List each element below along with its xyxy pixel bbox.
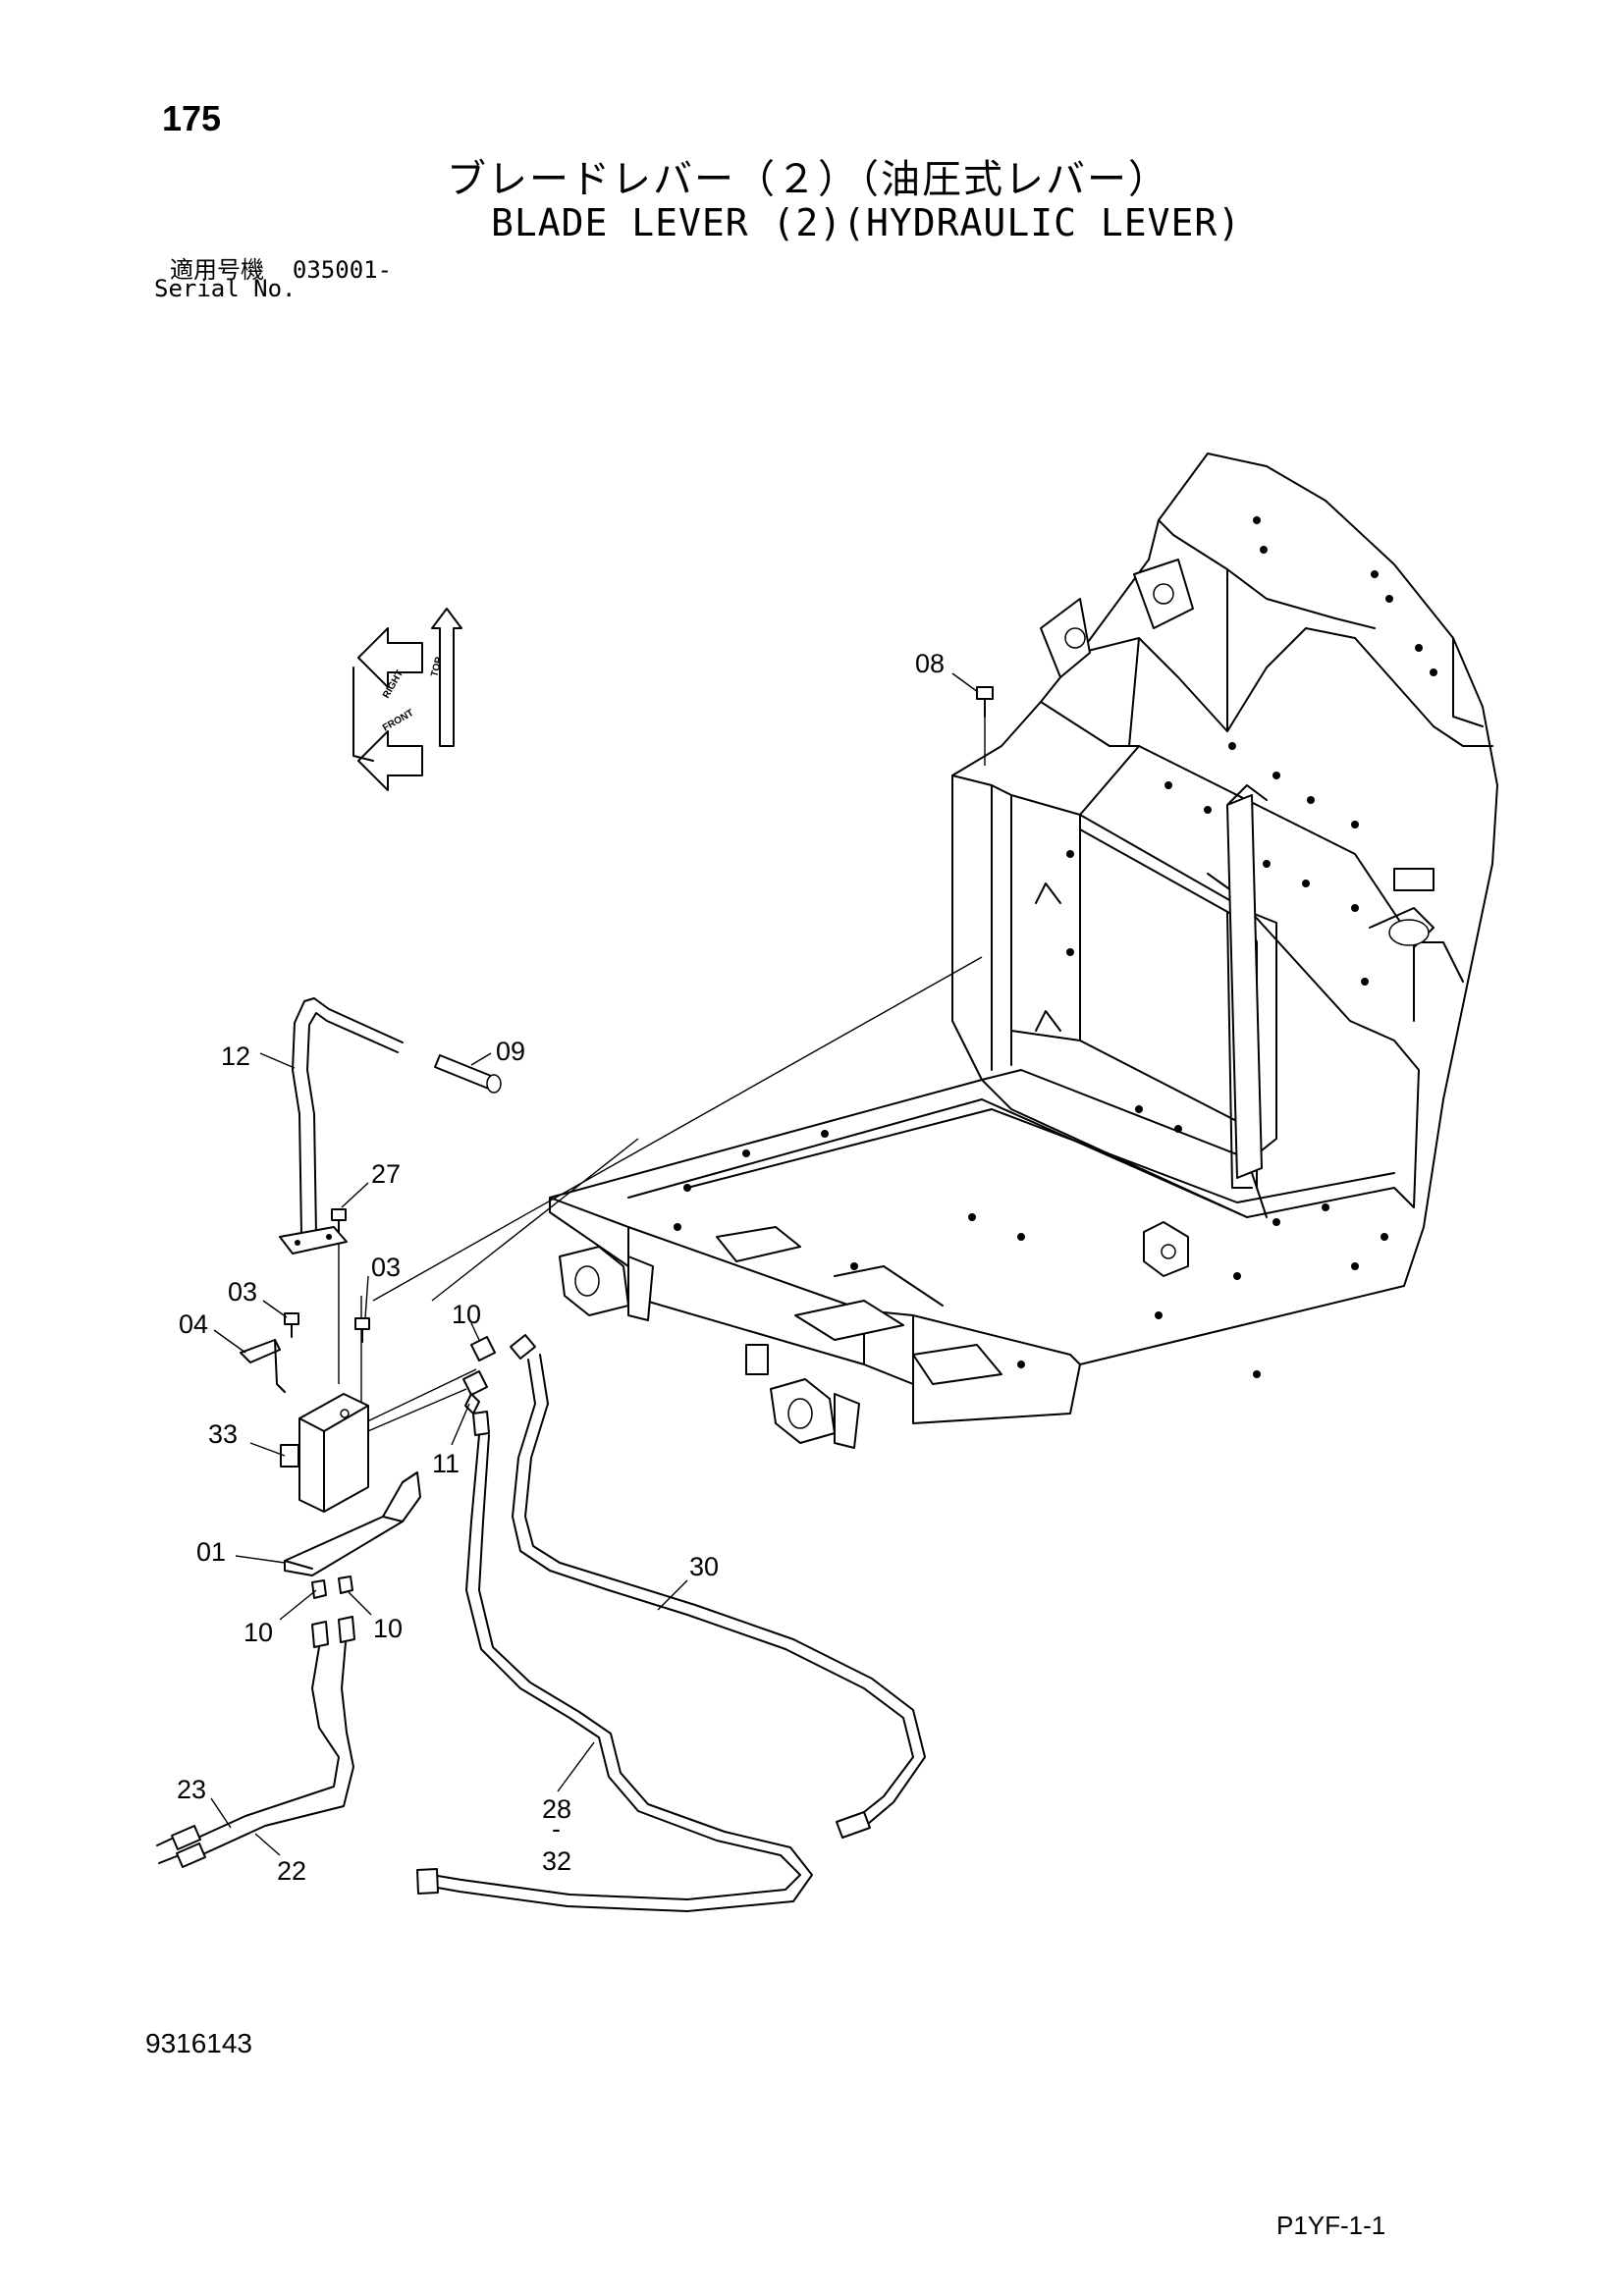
callout-range-dash: -: [552, 1814, 561, 1843]
callout-04: 04: [179, 1309, 208, 1339]
callout-09: 09: [496, 1037, 525, 1066]
serial-label-jp: 適用号機: [170, 256, 264, 284]
serial-label-english: Serial No.: [154, 275, 297, 302]
callout-labels: 08 12 09 27 03 03 04 33 01 10 11 10 10 3…: [177, 649, 945, 1886]
cab-floor-frame: [549, 453, 1498, 1449]
hose-30: [510, 1334, 926, 1839]
callout-30: 30: [689, 1552, 719, 1581]
hose-28-32: [416, 1411, 813, 1912]
callout-12: 12: [221, 1041, 250, 1071]
document-number: 9316143: [145, 2028, 253, 2058]
callout-33: 33: [208, 1419, 238, 1449]
callout-28: 28: [542, 1794, 571, 1824]
callout-10-top: 10: [452, 1300, 481, 1329]
callout-03-right: 03: [371, 1253, 401, 1282]
fittings-10-11-icon: [311, 1336, 496, 1599]
callout-03-left: 03: [228, 1277, 257, 1307]
callout-01: 01: [196, 1537, 226, 1567]
lever-12-and-grip-09: [279, 997, 502, 1255]
leader-lines: [210, 672, 979, 1856]
callout-10-lower-left: 10: [244, 1618, 273, 1647]
callout-27: 27: [371, 1159, 401, 1189]
callout-22: 22: [277, 1856, 306, 1886]
title-japanese: ブレードレバー（２）（油圧式レバー）: [447, 157, 1169, 202]
hoses-22-23: [156, 1616, 355, 1868]
serial-label-japanese: 適用号機 035001-: [170, 250, 392, 285]
assembly-guide-lines: [338, 707, 986, 1443]
bracket-04: [240, 1339, 286, 1393]
page-code: P1YF-1-1: [1276, 2211, 1386, 2240]
page-number: 175: [162, 98, 222, 138]
title-english: BLADE LEVER (2)(HYDRAULIC LEVER): [491, 201, 1242, 244]
callout-10-lower-right: 10: [373, 1614, 403, 1643]
callout-11: 11: [432, 1449, 460, 1478]
bolts-icon: [284, 1208, 370, 1343]
callout-32: 32: [542, 1846, 571, 1876]
callout-08: 08: [915, 649, 945, 678]
bolt-08-icon: [976, 686, 994, 718]
orientation-arrows-icon: RIGHT FRONT TOP: [352, 608, 462, 791]
callout-23: 23: [177, 1775, 206, 1804]
serial-value: 035001-: [292, 256, 393, 284]
orientation-front-label: FRONT: [381, 708, 415, 734]
orientation-top-label: TOP: [429, 656, 445, 678]
pilot-valve-33-and-bracket-01: [280, 1393, 421, 1576]
